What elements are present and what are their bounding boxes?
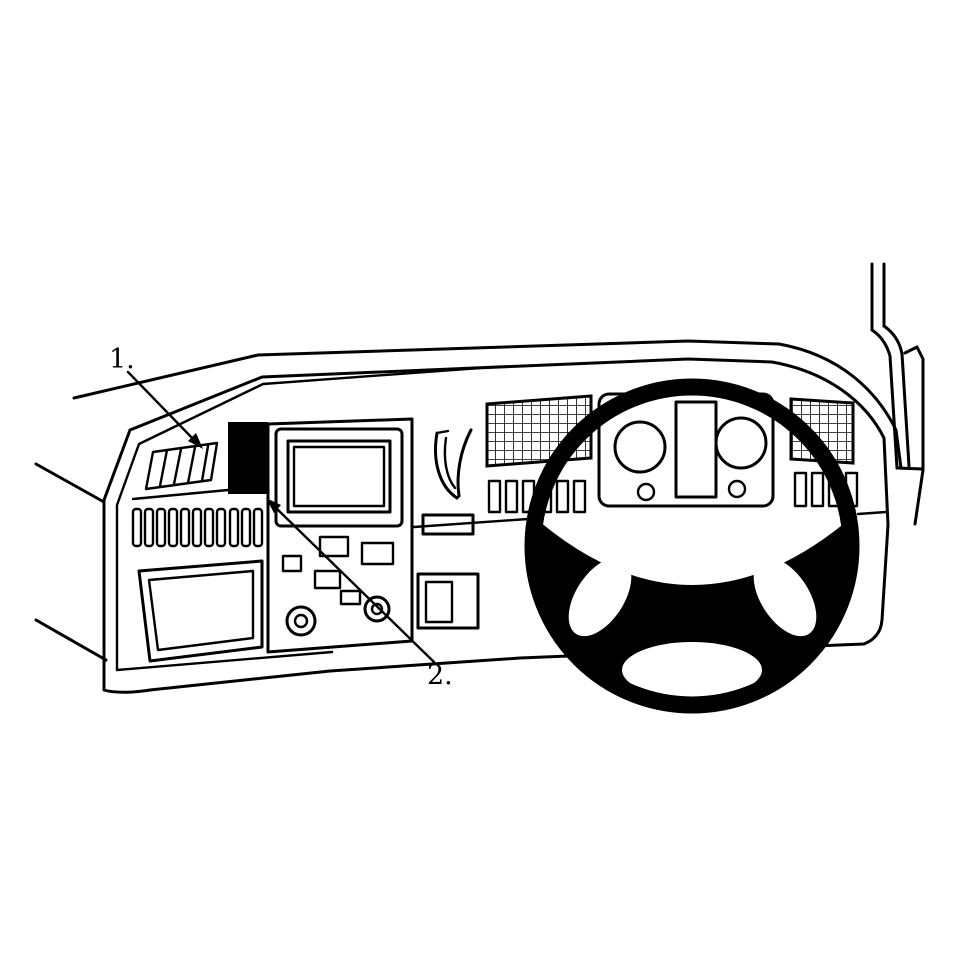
dash-button <box>572 479 587 514</box>
vent-slat <box>179 507 191 548</box>
callout-2: 2. <box>266 498 453 691</box>
dash-button <box>487 479 502 514</box>
rotary-knob-right <box>363 595 391 623</box>
display-screen <box>274 427 404 528</box>
console-button <box>313 569 342 590</box>
callout-2-arrow-line <box>273 505 436 664</box>
vent-slat <box>240 507 252 548</box>
vent-slat <box>228 507 240 548</box>
callout-2-arrowhead <box>266 498 281 513</box>
mount-position-marker <box>228 422 268 494</box>
spoke-cutout-right <box>753 557 817 637</box>
callout-2-label: 2. <box>427 660 453 691</box>
gauge-left <box>613 420 667 474</box>
vent-slat <box>167 507 179 548</box>
dashboard-inset-lines <box>115 366 482 672</box>
lower-compartment <box>416 572 480 630</box>
grab-handle <box>434 428 473 500</box>
vent-slat <box>191 507 203 548</box>
callout-1: 1. <box>109 344 203 449</box>
dash-button <box>504 479 519 514</box>
vent-slat-row <box>131 507 264 548</box>
cluster-knob-left <box>636 482 656 502</box>
steering-wheel <box>524 378 860 714</box>
console-button <box>339 589 362 606</box>
storage-tray <box>137 559 264 663</box>
callout-1-label: 1. <box>109 344 135 375</box>
gauge-right <box>714 416 768 470</box>
switch-panel <box>421 513 475 536</box>
dash-button <box>793 471 808 508</box>
steering-wheel-rim <box>524 378 860 714</box>
callout-1-arrow-line <box>126 370 198 444</box>
spoke-cutout-bottom <box>622 642 762 698</box>
door-edge-lines <box>34 462 108 662</box>
left-air-vent <box>131 441 230 501</box>
vent-slat <box>252 507 264 548</box>
dash-button <box>810 471 825 508</box>
windshield-edge-line <box>72 339 903 470</box>
console-button <box>281 554 303 573</box>
dash-ledge-lines <box>412 510 888 529</box>
dash-button <box>555 479 570 514</box>
console-button <box>360 541 395 566</box>
spoke-cutout-left <box>568 557 632 637</box>
callout-1-arrowhead <box>188 433 203 449</box>
center-column <box>416 428 480 630</box>
console-buttons <box>281 535 395 606</box>
vent-slat <box>203 507 215 548</box>
a-pillar-frame <box>870 262 925 526</box>
steering-wheel-hub <box>537 522 848 702</box>
vent-slat <box>215 507 227 548</box>
vent-slat <box>155 507 167 548</box>
rotary-knob-left <box>285 605 317 637</box>
cluster-knob-right <box>727 479 747 499</box>
dashboard-outline <box>102 357 890 694</box>
vent-slat <box>143 507 155 548</box>
console-button <box>318 535 350 558</box>
vent-slat <box>131 507 143 548</box>
